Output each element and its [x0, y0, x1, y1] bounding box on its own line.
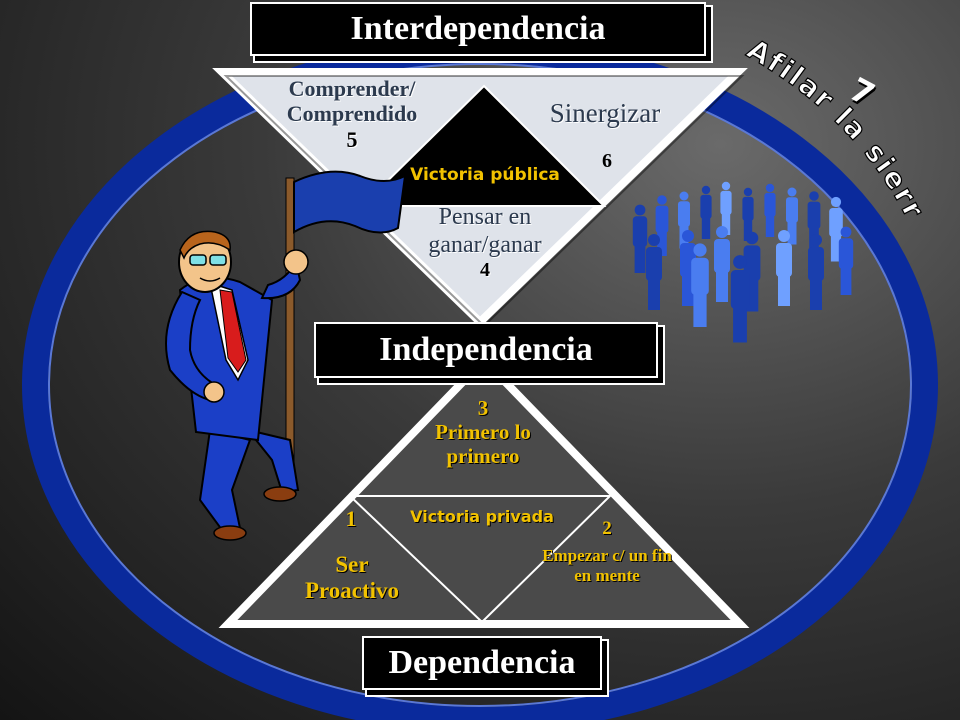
- man-with-flag-illustration: [165, 170, 407, 541]
- habit-4-number: 4: [480, 259, 490, 282]
- lower-triangle: [218, 354, 750, 628]
- victory-public-label: Victoria pública: [410, 165, 560, 185]
- habit-1-number: 1: [345, 506, 357, 531]
- crowd-person: [714, 226, 730, 302]
- title-independencia: Independencia: [314, 322, 658, 378]
- crowd-person: [764, 183, 776, 237]
- habit-6-number: 6: [602, 150, 612, 172]
- habit-1-line2: Proactivo: [304, 578, 400, 604]
- habit-4-line1: Pensar en: [438, 204, 532, 230]
- habit-2-line1: Empezar c/ un fin: [542, 546, 672, 565]
- crowd-illustration: [632, 181, 854, 343]
- public-victory-triangle: [359, 84, 607, 207]
- habit-2-label: Empezar c/ un fin en mente: [512, 546, 702, 585]
- crowd-person: [776, 230, 792, 306]
- habit-1-label: Ser Proactivo: [282, 552, 422, 605]
- crowd-person: [700, 185, 712, 239]
- habit-2-number: 2: [602, 518, 612, 539]
- crowd-person: [808, 234, 824, 310]
- habit-6-label: Sinergizar: [520, 98, 690, 129]
- habit-5-line1: Comprender/: [288, 76, 416, 101]
- crowd-person: [829, 196, 843, 262]
- crowd-person: [838, 226, 854, 295]
- title-dependencia: Dependencia: [362, 636, 602, 690]
- crowd-person: [691, 243, 709, 327]
- habit-2-line2: en mente: [574, 565, 640, 585]
- title-interdependencia: Interdependencia: [250, 2, 706, 56]
- habit-5-number: 5: [346, 126, 358, 152]
- crowd-person: [786, 187, 798, 245]
- crowd-person: [730, 255, 750, 343]
- crowd-person: [680, 230, 696, 306]
- habit-3-number: 3: [477, 396, 489, 420]
- habit-4-line2: ganar/ganar: [428, 231, 542, 258]
- habit-4-label: Pensar en ganar/ganar 4: [400, 204, 570, 282]
- private-victory-triangle: [347, 495, 613, 624]
- habit-3-line2: primero: [446, 444, 520, 469]
- habit-3-line1: Primero lo: [435, 420, 531, 445]
- victory-private-label: Victoria privada: [410, 507, 554, 526]
- crowd-person: [742, 187, 754, 241]
- habit-3-label: 3 Primero lo primero: [408, 396, 558, 468]
- habit-5-label: Comprender/ Comprendido 5: [262, 76, 442, 152]
- habit-6-text: Sinergizar: [549, 98, 661, 128]
- habit-5-line2: Comprendido: [286, 101, 418, 127]
- crowd-person: [720, 181, 732, 235]
- crowd-person: [632, 204, 648, 273]
- habit-1-line1: Ser: [335, 552, 369, 577]
- crowd-person: [646, 234, 662, 310]
- crowd-person: [655, 195, 669, 256]
